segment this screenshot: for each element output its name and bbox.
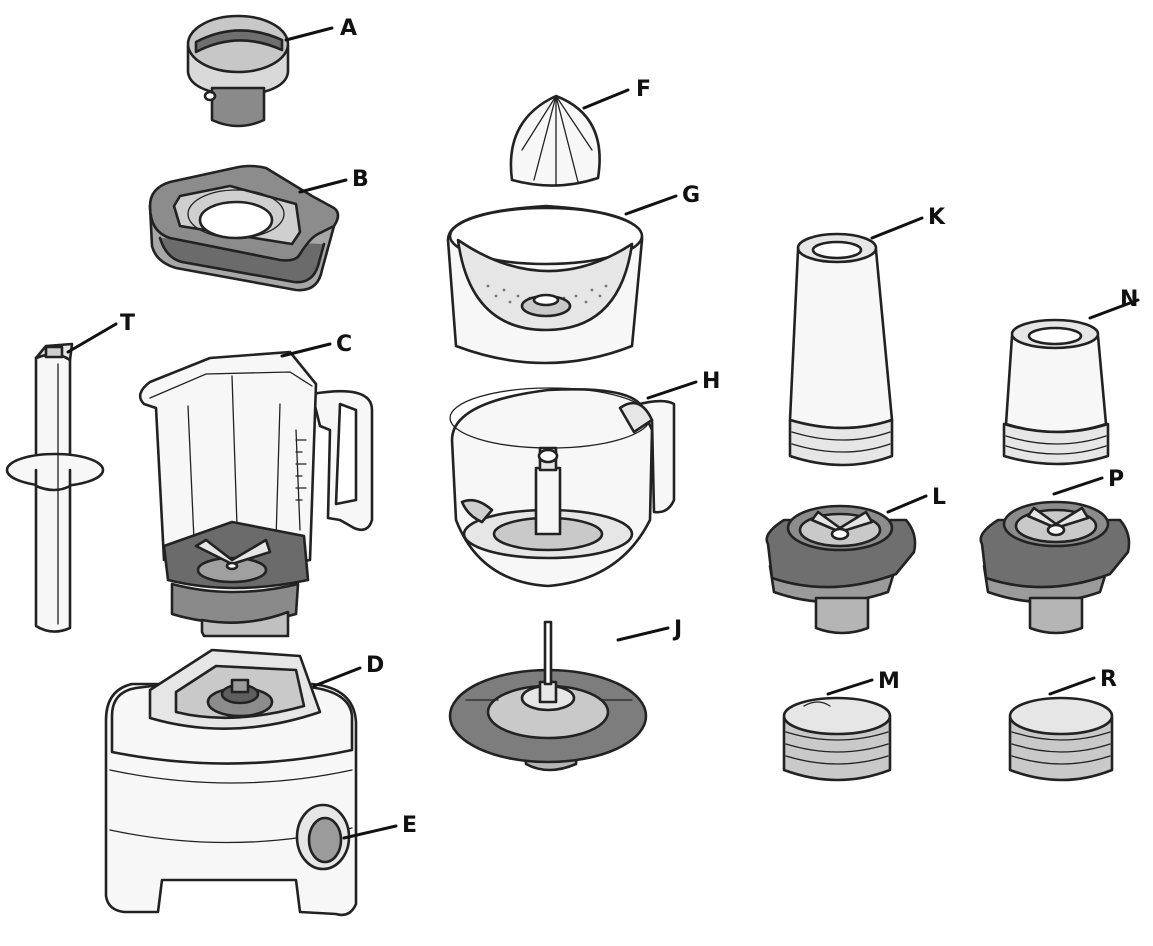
- label-c: C: [336, 332, 352, 357]
- label-h: H: [702, 369, 720, 394]
- part-c-blender-jar: C: [138, 332, 374, 638]
- label-b: B: [352, 167, 369, 192]
- part-b-lid: B: [148, 164, 369, 292]
- label-f: F: [636, 77, 651, 102]
- label-n: N: [1120, 287, 1138, 312]
- label-t: T: [120, 311, 135, 336]
- label-l: L: [932, 485, 946, 510]
- part-h-juice-jug: H: [449, 369, 720, 588]
- part-p-blade-base: P: [979, 467, 1131, 635]
- label-p: P: [1108, 467, 1124, 492]
- label-r: R: [1100, 667, 1117, 692]
- label-m: M: [878, 669, 900, 694]
- part-l-blade-base: L: [765, 485, 946, 635]
- label-d: D: [366, 653, 384, 678]
- part-f-juicer-cone: F: [509, 77, 651, 187]
- label-j: J: [672, 617, 682, 642]
- label-k: K: [928, 205, 946, 230]
- part-a-lid-plug: A: [186, 14, 357, 128]
- label-a: A: [340, 16, 357, 41]
- part-t-tamper: T: [5, 311, 135, 633]
- part-e-control-dial: E: [342, 813, 417, 840]
- part-m-cup-lid: M: [782, 669, 900, 782]
- part-k-tall-cup: K: [788, 205, 946, 467]
- part-r-cup-lid: R: [1008, 667, 1117, 782]
- label-e: E: [402, 813, 417, 838]
- part-j-juicer-base: J: [448, 617, 682, 772]
- part-g-strainer-bowl: G: [446, 183, 700, 365]
- part-d-motor-base: D: [104, 648, 384, 917]
- part-n-short-cup: N: [1002, 287, 1140, 466]
- label-g: G: [682, 183, 700, 208]
